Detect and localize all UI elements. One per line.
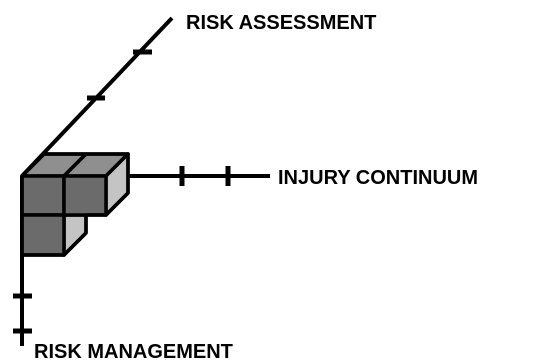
risk-assessment-axis: RISK ASSESSMENT <box>20 12 376 178</box>
cube-blocks <box>20 152 130 257</box>
cube-front-face <box>20 174 66 217</box>
cube-front-face <box>20 213 66 257</box>
injury-continuum-axis: INJURY CONTINUUM <box>128 166 478 189</box>
risk-assessment-label: RISK ASSESSMENT <box>186 12 376 34</box>
risk-management-label: RISK MANAGEMENT <box>34 341 233 362</box>
injury-continuum-label: INJURY CONTINUUM <box>278 167 478 189</box>
cube-front-face <box>62 174 108 217</box>
cube-outline <box>20 152 130 257</box>
